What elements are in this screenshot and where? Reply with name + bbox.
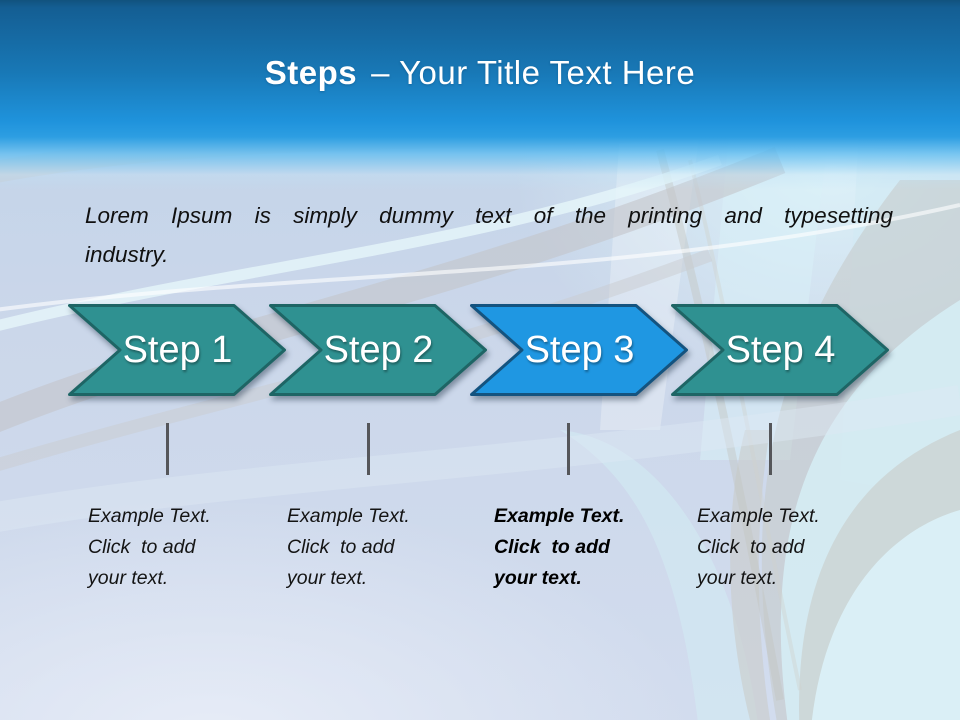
step-description-2: Example Text. Click to add your text.	[287, 505, 410, 589]
step-chevron-4: Step 4	[671, 304, 890, 396]
title-rest: – Your Title Text Here	[371, 54, 696, 91]
step-description-1: Example Text. Click to add your text.	[88, 505, 211, 589]
step-chevron-3: Step 3	[470, 304, 689, 396]
connector-tick-1	[166, 423, 169, 475]
step-description-3: Example Text. Click to add your text.	[494, 505, 625, 589]
step-label: Step 2	[323, 328, 434, 371]
step-chevron-2: Step 2	[269, 304, 488, 396]
slide-title: Steps – Your Title Text Here	[0, 54, 960, 92]
chevron-arrow-shape	[68, 304, 286, 396]
step-label: Step 3	[524, 328, 635, 371]
step-description-4: Example Text. Click to add your text.	[697, 505, 820, 589]
chevron-arrow-shape	[269, 304, 487, 396]
intro-line-2: industry.	[85, 242, 169, 267]
connector-tick-4	[769, 423, 772, 475]
step-label: Step 4	[725, 328, 836, 371]
chevron-arrow-shape	[671, 304, 889, 396]
connector-tick-2	[367, 423, 370, 475]
step-label: Step 1	[122, 328, 233, 371]
step-chevron-1: Step 1	[68, 304, 287, 396]
connector-tick-3	[567, 423, 570, 475]
intro-line-1: Lorem Ipsum is simply dummy text of the …	[85, 203, 893, 228]
intro-text: Lorem Ipsum is simply dummy text of the …	[85, 196, 893, 274]
title-emphasis: Steps	[264, 54, 358, 91]
chevron-arrow-shape	[470, 304, 688, 396]
